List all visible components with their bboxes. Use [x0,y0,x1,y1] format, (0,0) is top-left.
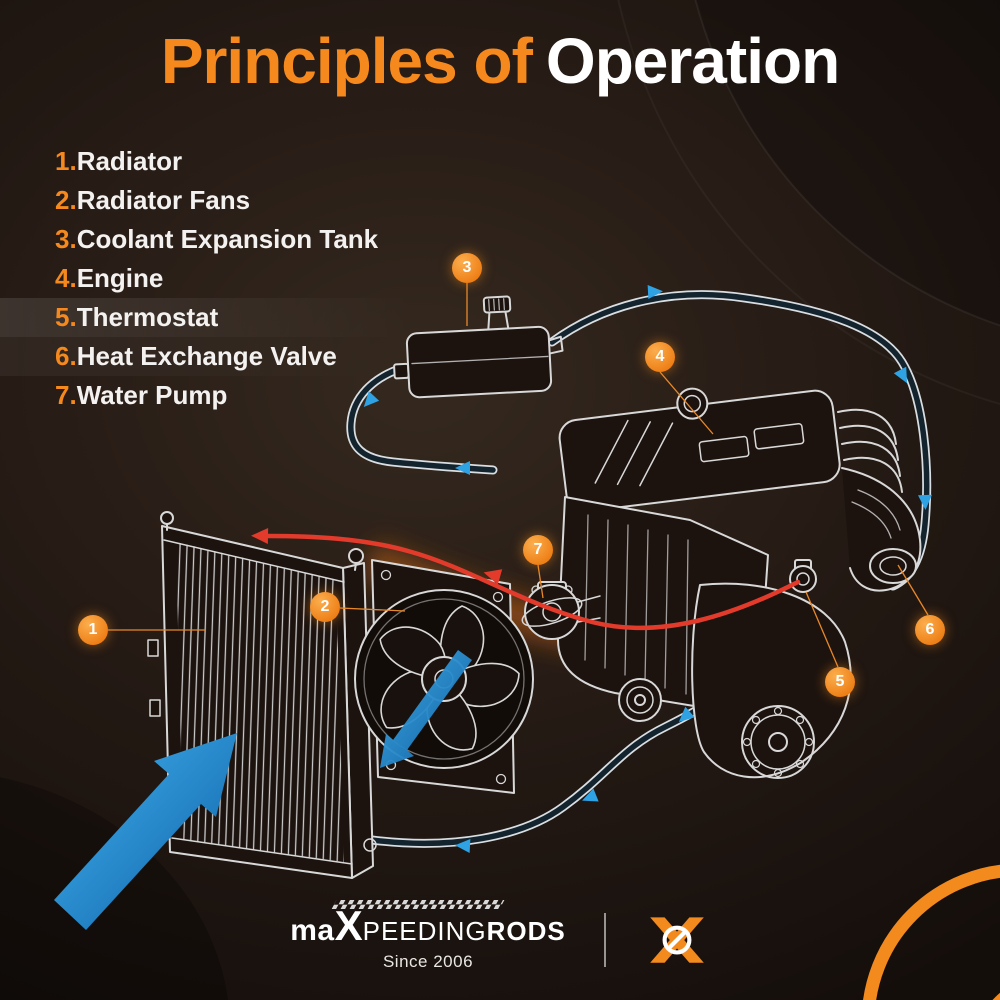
legend-list: 1.Radiator 2.Radiator Fans 3.Coolant Exp… [0,142,485,415]
callout-number: 2 [320,598,330,615]
brand-text-x: X [334,902,363,949]
orange-corner-blob [992,992,1000,1000]
legend-item-water-pump: 7.Water Pump [55,376,485,415]
callout-6-heat-exchange-valve: 6 [915,615,945,645]
callout-7-water-pump: 7 [523,535,553,565]
callout-1-radiator: 1 [78,615,108,645]
callout-number: 6 [925,621,935,638]
callout-number: 3 [462,259,472,276]
coolant-pipes [346,290,932,848]
legend-item-radiator-fans: 2.Radiator Fans [55,181,485,220]
callout-3-expansion-tank: 3 [452,253,482,283]
callout-2-radiator-fans: 2 [310,592,340,622]
callout-5-thermostat: 5 [825,667,855,697]
brand-text-mid: PEEDING [362,916,487,946]
legend-item-thermostat: 5.Thermostat [0,298,485,337]
callout-number: 5 [835,673,845,690]
legend-number: 3. [55,224,77,254]
brand-text-suffix: RODS [486,916,566,946]
legend-item-radiator: 1.Radiator [55,142,485,181]
callout-number: 1 [88,621,98,638]
expansion-tank-illustration [393,295,564,399]
legend-item-expansion-tank: 3.Coolant Expansion Tank [55,220,485,259]
callout-4-engine: 4 [645,342,675,372]
legend-item-engine: 4.Engine [55,259,485,298]
legend-label: Engine [76,263,164,293]
legend-label: Radiator Fans [76,185,251,215]
legend-number: 2. [55,185,77,215]
checkered-flag-icon [331,900,505,909]
engine-illustration [557,387,922,779]
legend-label: Heat Exchange Valve [76,341,337,371]
legend-number: 5. [55,302,77,332]
callout-number: 7 [533,541,543,558]
title-accent: Principles of [160,25,533,97]
legend-item-heat-exchange-valve: 6.Heat Exchange Valve [0,337,485,376]
hot-coolant-arrow [250,527,801,631]
legend-label: Water Pump [76,380,228,410]
leader-lines [108,283,929,668]
brand-text-pre: ma [290,914,335,947]
legend-label: Radiator [76,146,183,176]
airflow-arrows [54,650,472,930]
footer-divider [603,912,606,967]
airflow-arrow-fan [380,650,472,768]
legend-number: 7. [55,380,77,410]
coolant-pipe-top [547,290,932,591]
swoosh-arc [694,0,1000,327]
coolant-pipe-tank [346,363,498,475]
heat-exchange-valve-illustration [869,548,917,584]
brand-mark-icon [649,916,704,963]
legend-number: 1. [55,146,77,176]
thermostat-illustration [789,559,817,593]
legend-number: 4. [55,263,77,293]
since-text: Since 2006 [382,952,474,971]
airflow-arrow-large [54,733,237,930]
callout-number: 4 [655,348,665,365]
legend-label: Thermostat [76,302,219,332]
legend-label: Coolant Expansion Tank [76,224,379,254]
title-main: Operation [545,25,840,97]
water-pump-illustration [521,581,583,640]
legend-number: 6. [55,341,77,371]
